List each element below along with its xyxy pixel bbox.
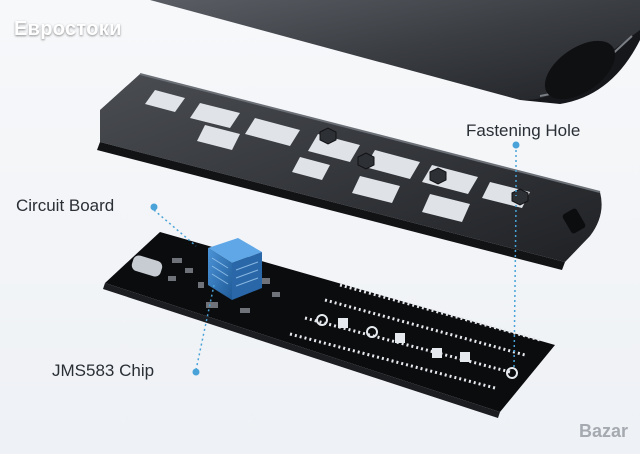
- circuit-board: [103, 232, 555, 418]
- top-enclosure-shell: [150, 0, 640, 104]
- chip-label: JMS583 Chip: [52, 361, 155, 380]
- watermark-text: Евростоки: [14, 18, 122, 40]
- fastening-hole-label: Fastening Hole: [466, 121, 581, 140]
- circuit-board-label: Circuit Board: [16, 196, 115, 215]
- bazar-logo: Bazar: [578, 421, 628, 441]
- callout-leaders: [153, 145, 517, 371]
- jms583-chip: [208, 238, 262, 300]
- callout-dots: [150, 141, 520, 376]
- middle-frame-bracket: [97, 73, 602, 270]
